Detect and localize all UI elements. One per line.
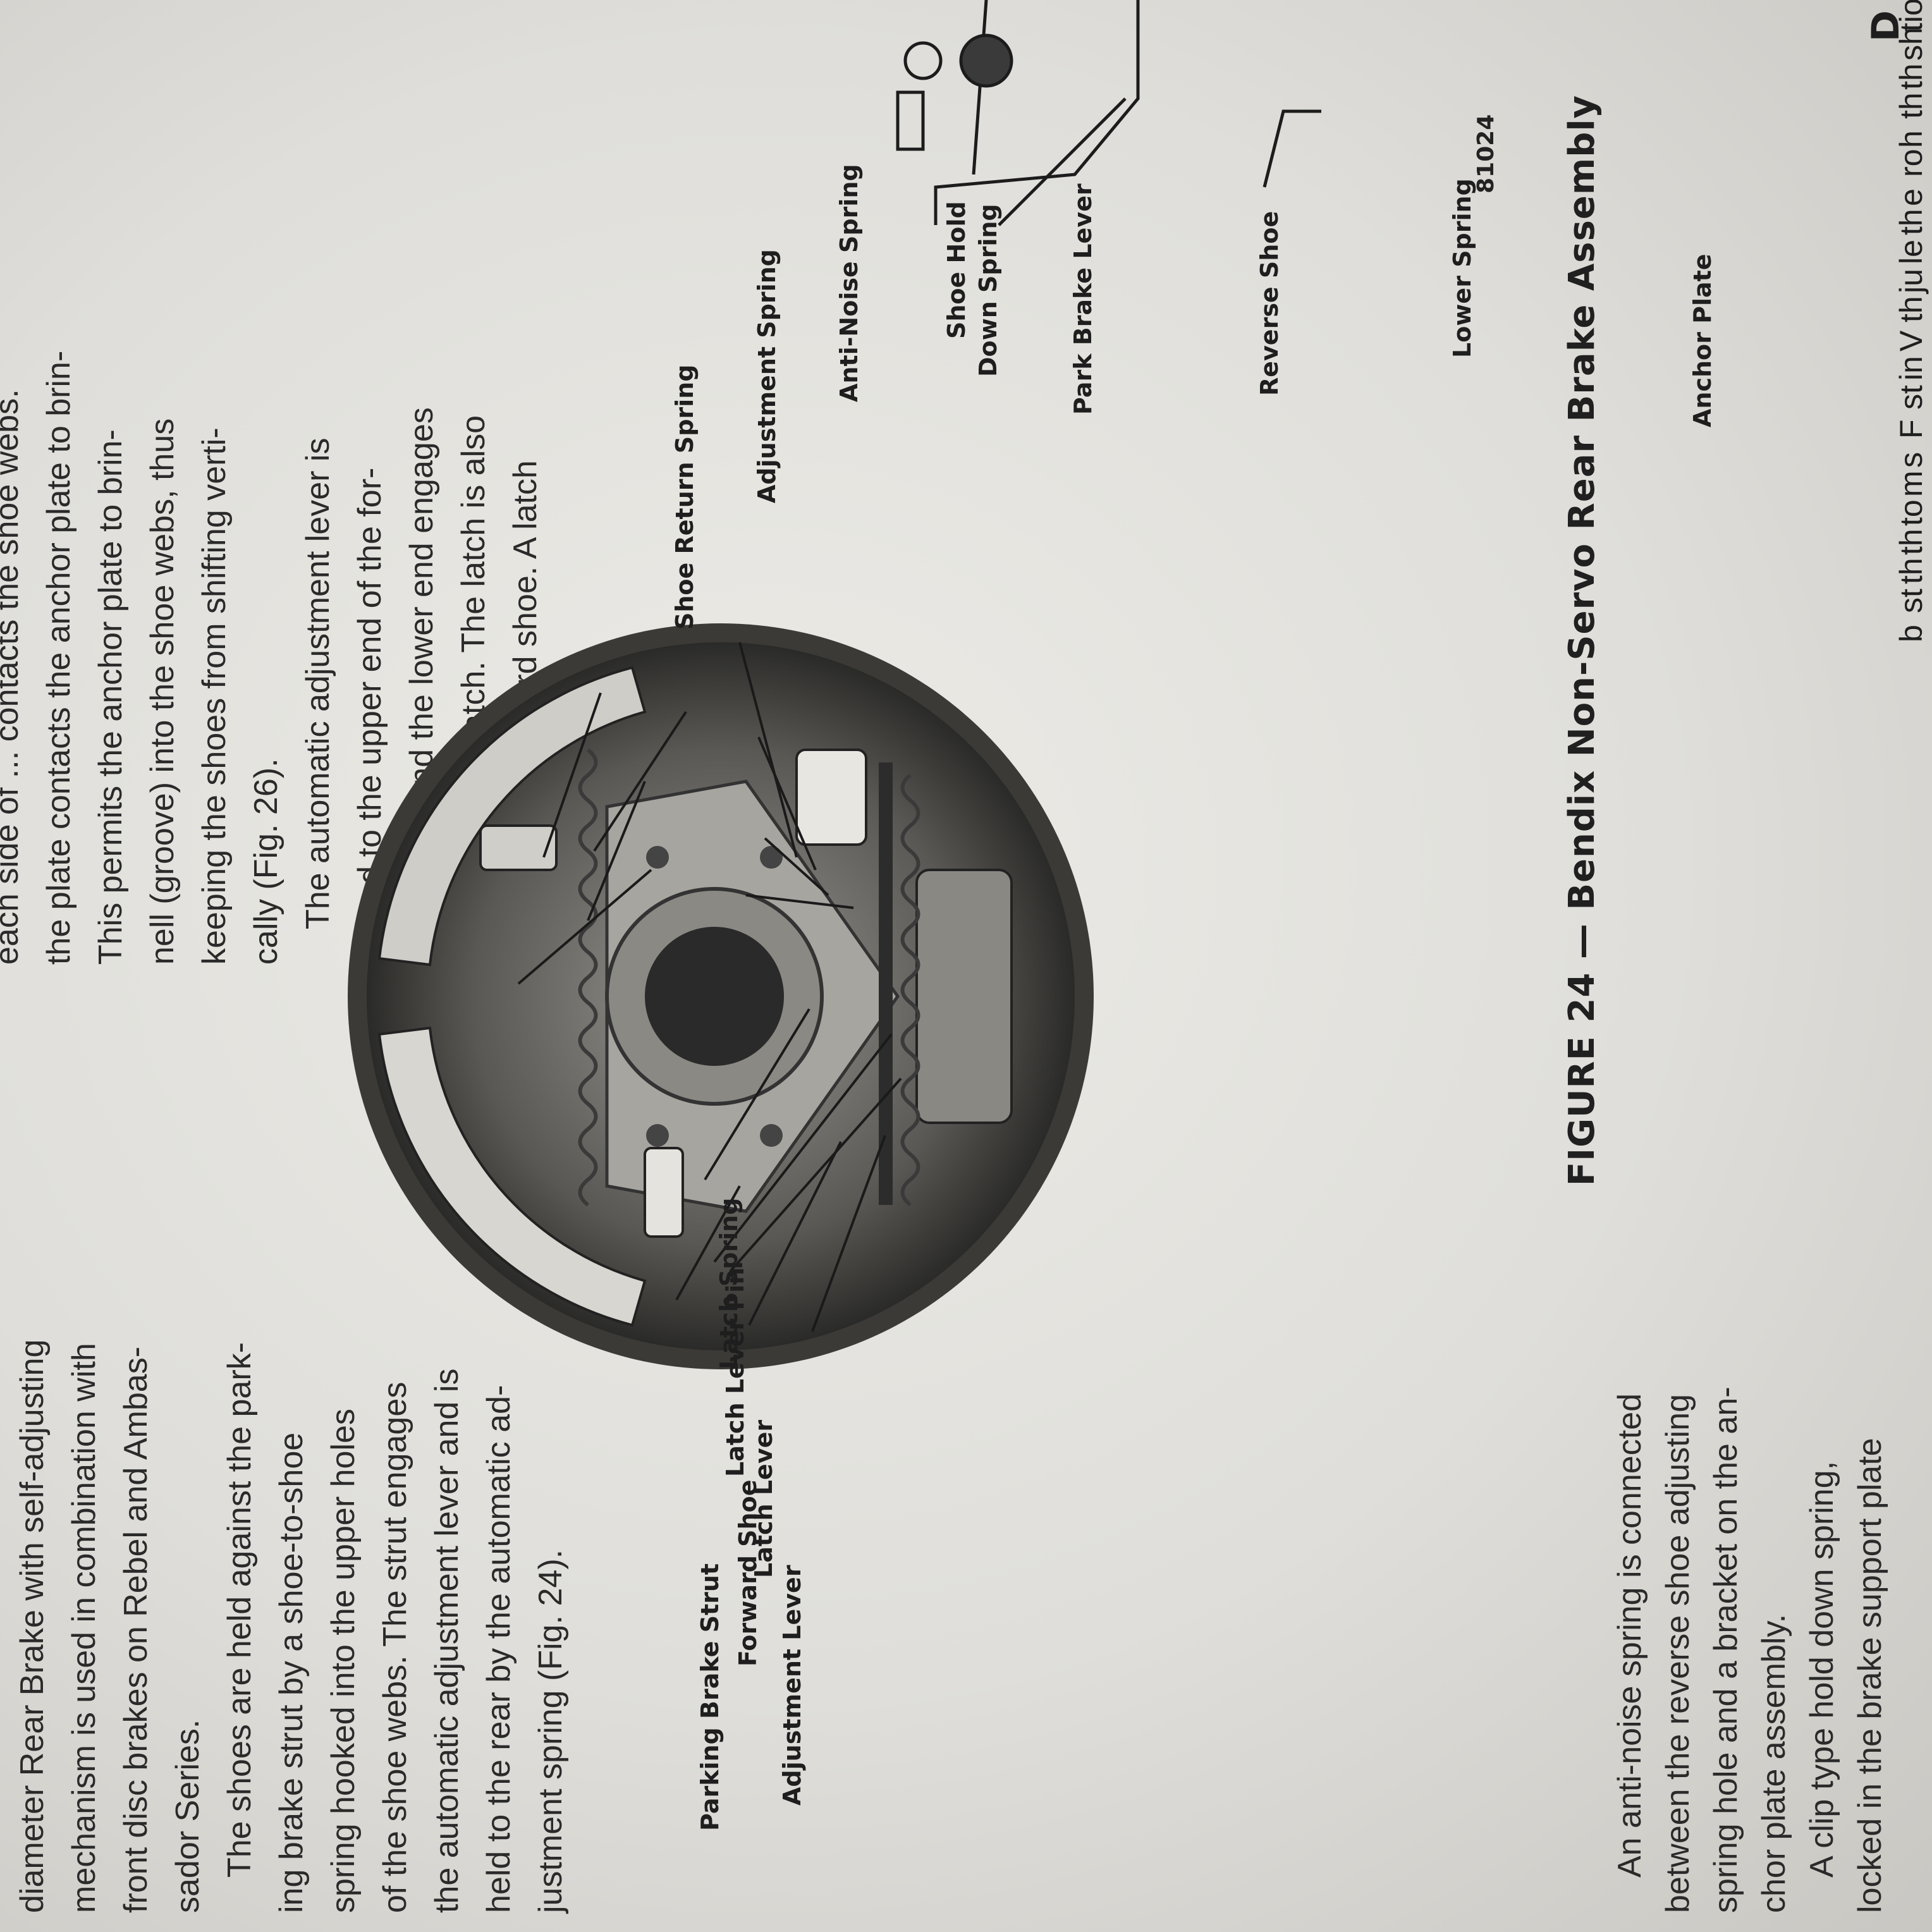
bolt xyxy=(646,1124,669,1147)
text-line: between the reverse shoe adjusting xyxy=(1660,1394,1696,1913)
forward-shoe xyxy=(377,1026,647,1327)
bolt xyxy=(760,1124,783,1147)
wheel-cylinder xyxy=(915,869,1013,1124)
shoe-return-spring xyxy=(900,773,920,1207)
edge-text-fragment: st xyxy=(1893,589,1929,613)
bolt xyxy=(646,846,669,869)
parking-brake-strut xyxy=(879,762,893,1205)
edge-text-fragment: le xyxy=(1893,240,1929,264)
edge-text-fragment: th xyxy=(1893,529,1929,555)
text-line: A clip type hold down spring, xyxy=(1804,1460,1840,1878)
callout-shoe-hold-down-spring-line1: Shoe Hold xyxy=(943,201,970,339)
callout-lower-spring: Lower Spring xyxy=(1448,178,1476,358)
edge-text-fragment: th xyxy=(1893,296,1929,322)
bottom-text-column: An anti-noise spring is connected betwee… xyxy=(1606,1028,1894,1913)
anchor-plate-diagram xyxy=(896,0,1321,226)
callout-anti-noise-spring: Anti-Noise Spring xyxy=(835,164,863,402)
edge-text-fragment: ju xyxy=(1893,269,1929,293)
text-line: chor plate assembly. xyxy=(1756,1613,1792,1913)
figure-number: 81024 xyxy=(1473,114,1499,193)
callout-parking-brake-strut: Parking Brake Strut xyxy=(696,1563,724,1831)
edge-text-fragment: ro xyxy=(1893,149,1929,177)
hold-down-clip xyxy=(479,824,558,871)
edge-text-fragment: h xyxy=(1893,130,1929,148)
text-line: spring hole and a bracket on the an- xyxy=(1708,1386,1744,1913)
callout-shoe-hold-down-spring-line2: Down Spring xyxy=(974,204,1002,377)
callout-latch-spring: Latch Spring xyxy=(715,1197,743,1369)
callout-leader-lines xyxy=(517,642,902,1332)
park-brake-lever-block xyxy=(795,749,867,846)
callout-shoe-return-spring: Shoe Return Spring xyxy=(671,364,699,630)
callout-adjustment-lever: Adjustment Lever xyxy=(778,1565,806,1806)
edge-text-fragment: tio xyxy=(1893,0,1929,32)
callout-latch-lever: Latch Lever xyxy=(750,1419,778,1578)
edge-text-fragment: th xyxy=(1893,63,1929,90)
edge-text-fragment: to xyxy=(1893,499,1929,526)
bolt xyxy=(760,846,783,869)
callout-reverse-shoe: Reverse Shoe xyxy=(1256,211,1283,396)
edge-text-fragment: m xyxy=(1893,470,1929,497)
text-line: locked in the brake support plate xyxy=(1852,1438,1888,1913)
latch-lever xyxy=(644,1147,684,1238)
edge-text-fragment: st xyxy=(1893,385,1929,410)
edge-text-fragment: e xyxy=(1893,188,1929,206)
axle-hole xyxy=(645,927,784,1066)
edge-text-fragment: V xyxy=(1893,330,1929,352)
edge-text-fragment: th xyxy=(1893,92,1929,119)
edge-text-fragment: s xyxy=(1893,452,1929,468)
anchor-plate-label: Anchor Plate xyxy=(1689,254,1716,427)
edge-text-fragment: th xyxy=(1893,209,1929,235)
callout-park-brake-lever: Park Brake Lever xyxy=(1069,183,1097,415)
lower-spring xyxy=(578,748,598,1207)
edge-text-fragment: sh xyxy=(1893,27,1929,61)
figure-caption: FIGURE 24 — Bendix Non-Servo Rear Brake … xyxy=(1562,94,1603,1186)
edge-text-fragment: F xyxy=(1893,419,1929,439)
edge-text-fragment: th xyxy=(1893,558,1929,584)
callout-adjustment-spring: Adjustment Spring xyxy=(753,249,781,503)
edge-text-fragment: b xyxy=(1893,625,1929,642)
edge-text-fragment: in xyxy=(1893,356,1929,381)
text-line: An anti-noise spring is connected xyxy=(1611,1393,1648,1878)
reverse-shoe xyxy=(377,666,647,967)
